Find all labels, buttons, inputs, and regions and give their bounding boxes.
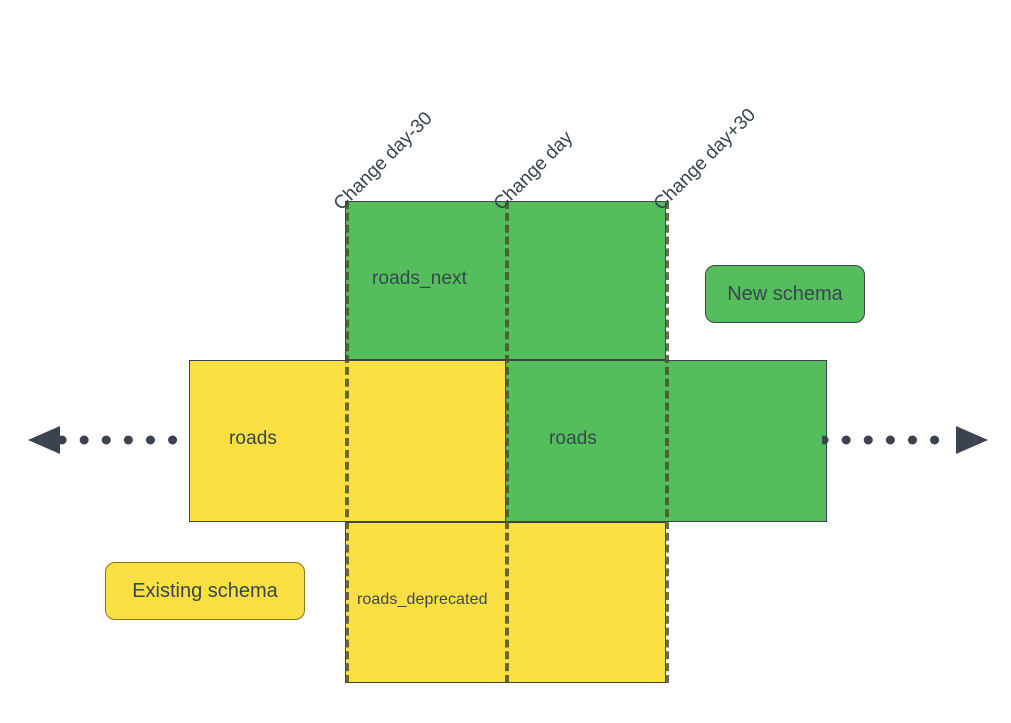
marker-caption-change-day-plus-30: Change day+30: [649, 104, 760, 215]
schema-block-label-roads-deprecated: roads_deprecated: [357, 591, 488, 608]
marker-line-change-day-minus-30: [345, 201, 349, 683]
marker-line-change-day: [505, 201, 509, 683]
schema-block-label-roads-new: roads: [549, 428, 598, 449]
legend-existing-schema-label: Existing schema: [132, 579, 278, 602]
marker-line-change-day-plus-30: [665, 201, 669, 683]
schema-block-label-roads-existing: roads: [229, 428, 278, 449]
schema-block-label-roads-next: roads_next: [372, 268, 468, 289]
legend-existing-schema: Existing schema: [105, 562, 305, 620]
legend-new-schema: New schema: [705, 265, 865, 323]
future-direction-arrow: [822, 426, 988, 454]
legend-new-schema-label: New schema: [727, 282, 843, 305]
marker-caption-change-day-minus-30: Change day-30: [329, 107, 437, 215]
past-direction-arrow: [28, 426, 194, 454]
